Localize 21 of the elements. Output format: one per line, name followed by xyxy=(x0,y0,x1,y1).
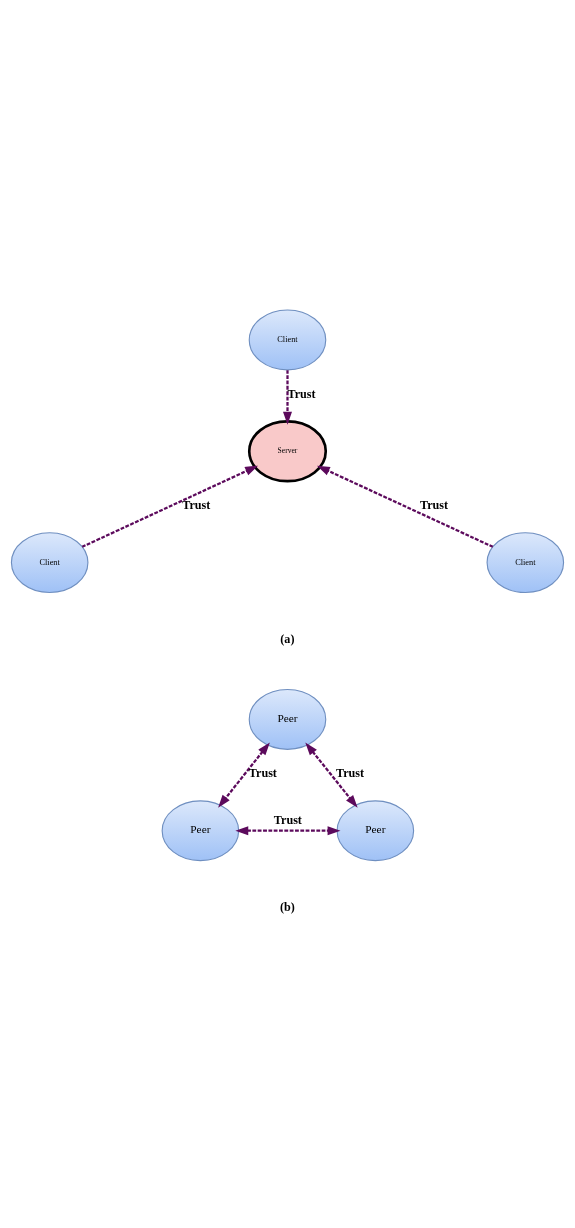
node-ellipse: Peer xyxy=(336,799,415,861)
arrow xyxy=(81,465,259,548)
edge-label: Trust xyxy=(335,765,365,780)
node-ellipse: Peer xyxy=(248,688,327,750)
edge-label: Trust xyxy=(287,386,316,401)
edge-label: Trust xyxy=(273,812,302,827)
edge-label: Trust xyxy=(420,497,449,512)
arrow xyxy=(316,465,494,548)
edge-label: Trust xyxy=(248,765,277,780)
arrow xyxy=(235,825,341,835)
node-ellipse: Client xyxy=(486,531,565,593)
arrow xyxy=(282,369,293,425)
node-ellipse: Client xyxy=(248,308,327,370)
label: (b) xyxy=(279,899,295,914)
edge-label: Trust xyxy=(182,497,211,512)
node-ellipse: Client xyxy=(10,531,89,593)
label: (a) xyxy=(280,631,295,646)
arrow xyxy=(305,741,358,808)
node-ellipse: Peer xyxy=(161,799,240,861)
arrow xyxy=(218,741,270,808)
node-ellipse: Server xyxy=(247,419,328,483)
